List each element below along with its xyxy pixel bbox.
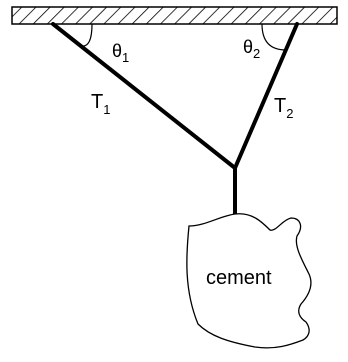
angle-arc-theta2	[261, 23, 287, 51]
theta2-label: θ2	[243, 37, 260, 61]
rope-t1	[51, 22, 237, 170]
cement-label: cement	[206, 267, 272, 289]
angle-arc-theta1	[80, 23, 93, 47]
ceiling-hatched	[11, 6, 338, 25]
t2-label: T2	[274, 95, 293, 121]
theta1-label: θ1	[112, 41, 129, 65]
t1-label: T1	[91, 91, 110, 117]
rope-t2	[233, 22, 299, 170]
cement-block	[186, 213, 312, 349]
